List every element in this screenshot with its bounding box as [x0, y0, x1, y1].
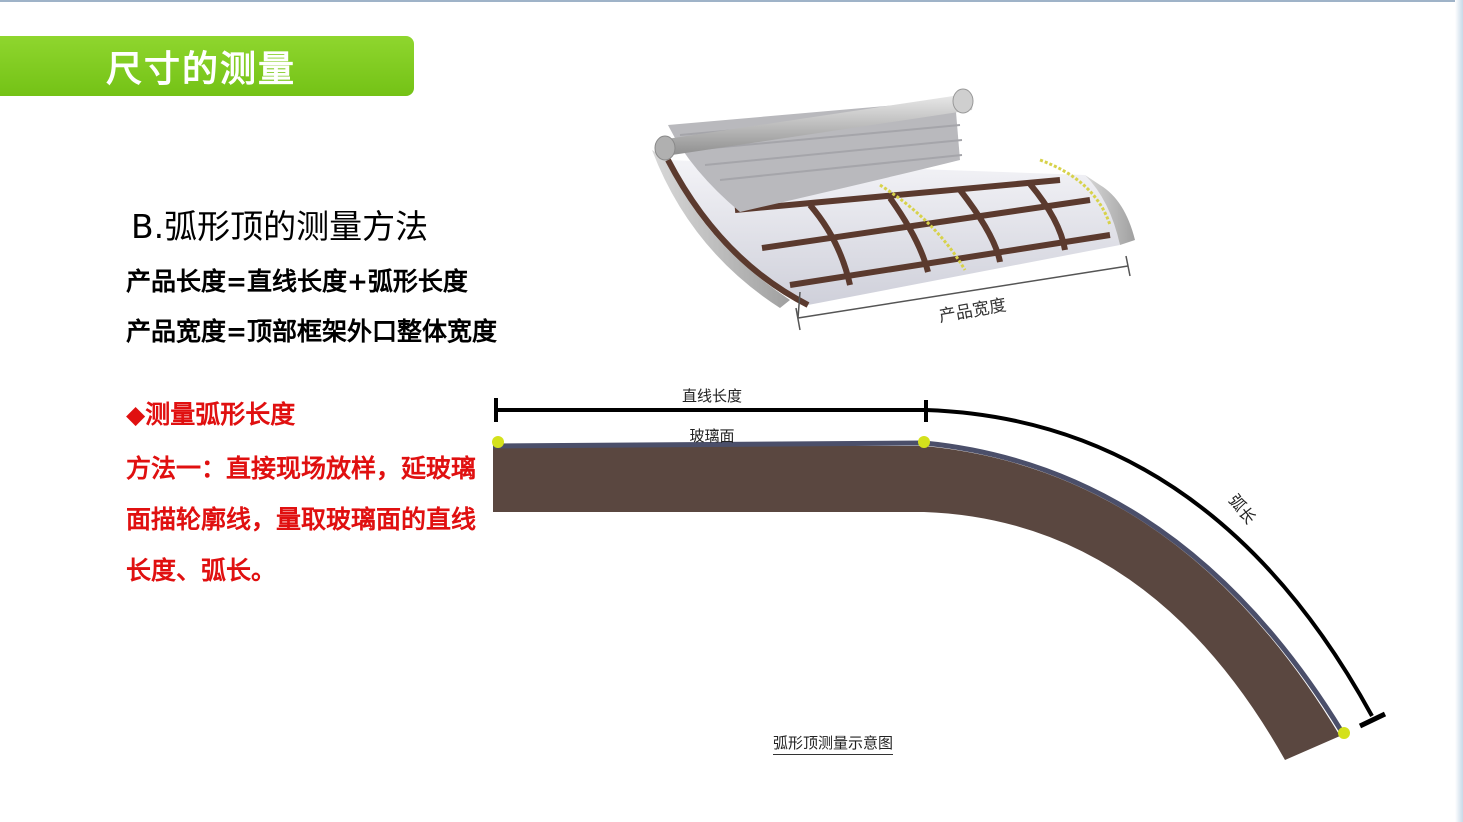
glass-surface-label: 玻璃面	[689, 427, 734, 445]
measure-arc-heading: ◆测量弧形长度	[126, 400, 296, 429]
right-frame-edge	[1455, 0, 1463, 822]
arc-length-label: 弧长	[1225, 491, 1260, 528]
roller-end-cap	[952, 88, 974, 114]
top-frame-line	[0, 0, 1463, 2]
method-one-text: 方法一：直接现场放样，延玻璃面描轮廓线，量取玻璃面的直线长度、弧长。	[126, 454, 477, 585]
marker-point-bend	[918, 436, 930, 448]
roller-cylinder	[659, 94, 973, 156]
arc-body	[493, 446, 1340, 760]
length-formula: 产品长度=直线长度+弧形长度	[126, 267, 468, 296]
marker-point-start	[492, 436, 504, 448]
marker-point-end	[1338, 727, 1350, 739]
arc-diagram: 直线长度 玻璃面 弧长	[492, 387, 1387, 760]
frame-grid	[665, 158, 1111, 308]
section-heading: B.弧形顶的测量方法	[131, 207, 429, 246]
width-dimension	[795, 255, 1131, 331]
slide-title: 尺寸的测量	[106, 48, 297, 90]
roller-start-cap	[654, 135, 676, 161]
diagram-caption: 弧形顶测量示意图	[773, 732, 894, 755]
arc-length-tick-end	[1358, 711, 1387, 729]
arc-length-line	[925, 408, 1374, 717]
product-width-label: 产品宽度	[937, 295, 1007, 327]
seam-line	[879, 183, 967, 271]
width-formula: 产品宽度=顶部框架外口整体宽度	[126, 317, 497, 346]
glass-surface-edge	[492, 440, 1345, 734]
seam-line-right	[1039, 158, 1112, 226]
title-banner: 尺寸的测量	[0, 36, 414, 96]
product-illustration: 产品宽度	[652, 88, 1135, 331]
left-side-cap	[652, 150, 790, 308]
straight-length-label: 直线长度	[682, 387, 742, 405]
